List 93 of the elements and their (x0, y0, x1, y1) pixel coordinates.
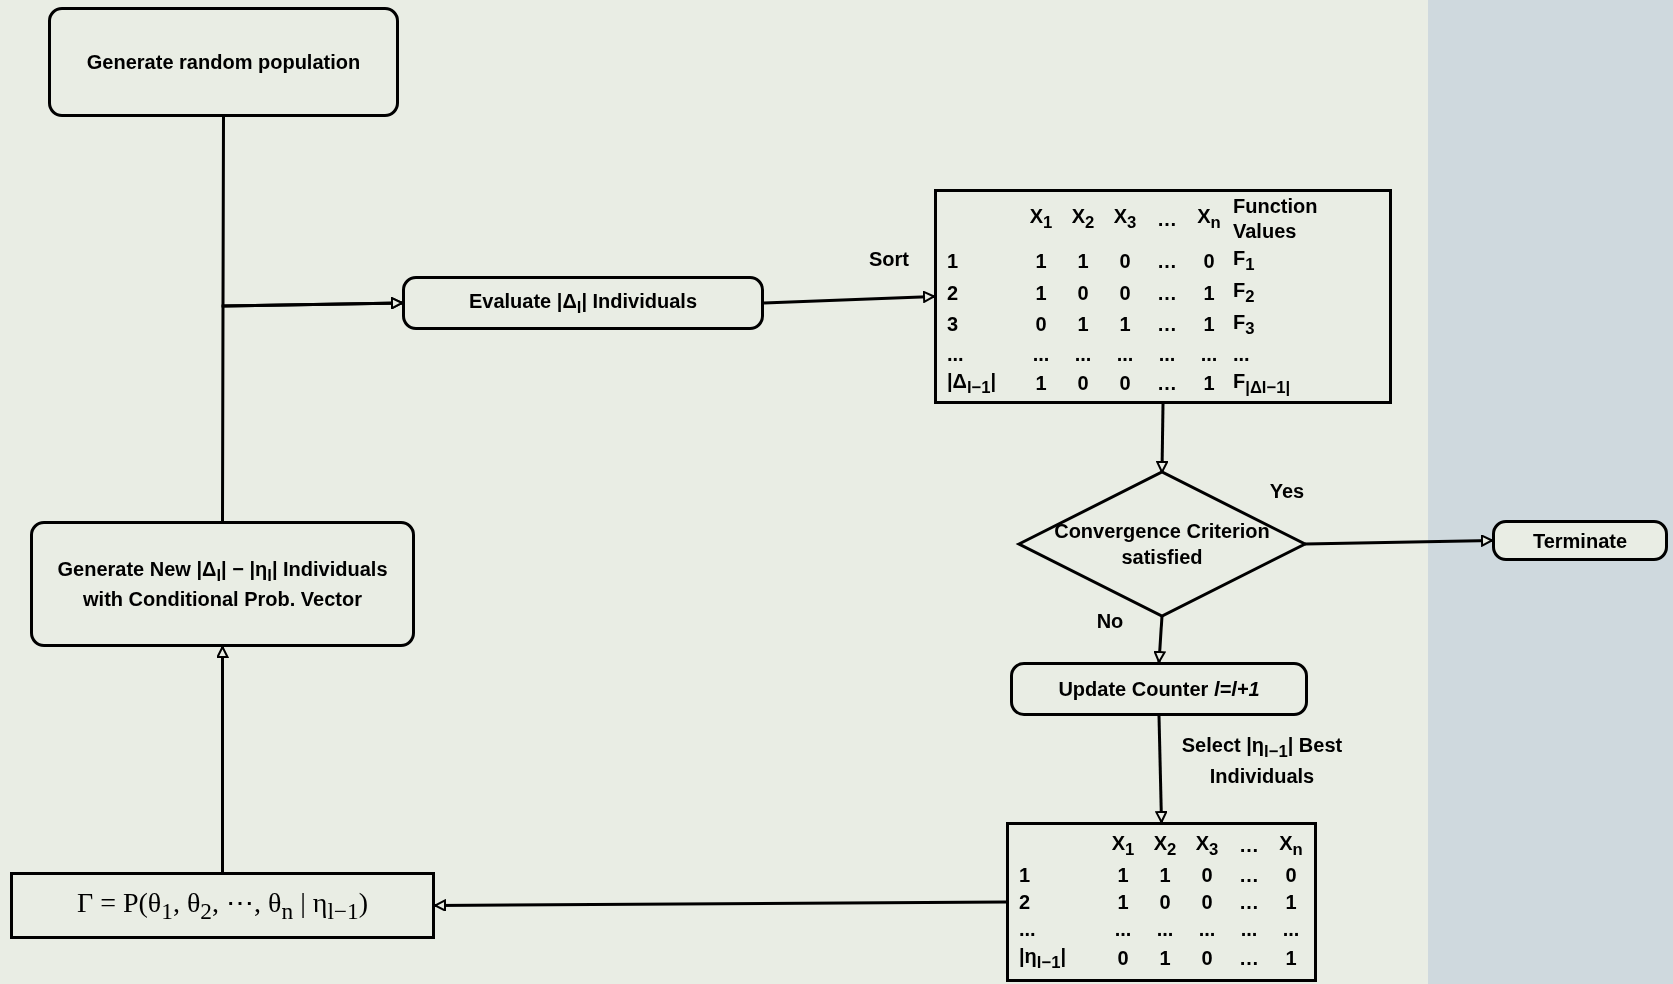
table-entry: … (1238, 945, 1260, 971)
arrow (1304, 534, 1493, 547)
table-entry: 1 (1034, 371, 1048, 397)
table-entry: F$_{1}$ (1233, 246, 1256, 277)
data-table (934, 189, 1392, 404)
node-text: Convergence Criterion satisfied (1053, 519, 1271, 570)
formula-box (10, 872, 435, 939)
table-entry: 1 (1076, 248, 1090, 274)
arrow (763, 290, 935, 305)
table-entry: 3 (947, 312, 960, 338)
node-text: Generate New |Δ$_{l}$| − |η$_{l}$| Individuals with Conditional Prob. Vector (56, 556, 389, 613)
table-entry: 1 (947, 248, 960, 274)
node-text: Generate random population (85, 50, 362, 75)
table-entry: ... (1031, 341, 1051, 367)
table-entry: X$_{2}$ (1070, 204, 1096, 235)
table-entry: 1 (1202, 371, 1216, 397)
table-entry: ... (1155, 916, 1175, 942)
table-entry: 0 (1200, 862, 1214, 888)
table-entry: 0 (1076, 280, 1090, 306)
table-entry: ... (1113, 916, 1133, 942)
table-entry: 1 (1118, 312, 1132, 338)
table-entry: 1 (1284, 945, 1298, 971)
table-entry: 0 (1116, 945, 1130, 971)
arrow (221, 297, 403, 521)
table-entry: ... (1197, 916, 1217, 942)
table-entry: F$_{|Δl−1|}$ (1233, 368, 1292, 399)
table-entry: 0 (1118, 371, 1132, 397)
process-box (48, 7, 399, 117)
table-entry: 0 (1158, 889, 1172, 915)
table-entry: X$_{3}$ (1194, 830, 1220, 861)
table-entry: X$_{3}$ (1112, 204, 1138, 235)
process-box (402, 276, 764, 330)
table-entry: … (1156, 206, 1178, 232)
table-entry: 1 (1076, 312, 1090, 338)
table-entry: 0 (1200, 945, 1214, 971)
table-entry: ... (1157, 341, 1177, 367)
process-box (30, 521, 415, 647)
table-entry: 1 (1202, 312, 1216, 338)
process-box (1492, 520, 1668, 561)
table-entry: |Δ$_{l−1}$| (947, 368, 998, 399)
data-table (1006, 822, 1317, 982)
table-entry: ... (1239, 916, 1259, 942)
table-entry: X$_{2}$ (1152, 830, 1178, 861)
table-entry: … (1156, 248, 1178, 274)
table-entry: … (1238, 833, 1260, 859)
table-entry: Function Values (1233, 194, 1319, 245)
table-entry: 1 (1116, 862, 1130, 888)
table-entry: ... (1019, 916, 1037, 942)
table-entry: 0 (1076, 371, 1090, 397)
node-text: Update Counter l=l+1 (1057, 677, 1261, 702)
node-text: Terminate (1531, 528, 1629, 554)
arrow (1155, 715, 1168, 823)
table-entry: … (1156, 371, 1178, 397)
arrow (434, 899, 1006, 912)
table-entry: F$_{2}$ (1233, 278, 1256, 308)
table-entry: 0 (1200, 889, 1214, 915)
table-entry: 0 (1034, 312, 1048, 338)
node-text: Γ = P(θ$_{1}$, θ$_{2}$, ⋯, θ$_{n}$ | η$_{l−1}$) (75, 886, 369, 926)
table-entry: ... (1115, 341, 1135, 367)
table-entry: F$_{3}$ (1233, 310, 1256, 340)
table-entry: X$_{n}$ (1196, 204, 1222, 235)
table-entry: 1 (1116, 889, 1130, 915)
table-entry: |η$_{l−1}$| (1019, 943, 1068, 974)
table-entry: ... (1233, 341, 1251, 367)
table-entry: 1 (1158, 945, 1172, 971)
table-entry: … (1156, 280, 1178, 306)
arrow (216, 646, 229, 872)
table-entry: X$_{1}$ (1028, 204, 1054, 235)
table-entry: 1 (1158, 862, 1172, 888)
table-entry: ... (1199, 341, 1219, 367)
table-entry: … (1156, 312, 1178, 338)
table-entry: 2 (947, 280, 960, 306)
table-entry: 2 (1019, 889, 1032, 915)
table-entry: 0 (1202, 248, 1216, 274)
table-entry: 0 (1284, 862, 1298, 888)
table-entry: … (1238, 862, 1260, 888)
table-entry: 1 (1034, 280, 1048, 306)
table-entry: 1 (1202, 280, 1216, 306)
table-entry: X$_{n}$ (1278, 830, 1304, 861)
table-entry: 1 (1034, 248, 1048, 274)
table-entry: X$_{1}$ (1110, 830, 1136, 861)
table-entry: 0 (1118, 248, 1132, 274)
table-entry: ... (947, 341, 965, 367)
arrow (1153, 615, 1166, 663)
table-entry: 0 (1118, 280, 1132, 306)
table-entry: ... (1281, 916, 1301, 942)
table-entry: ... (1073, 341, 1093, 367)
node-text: Evaluate |Δ$_{l}$| Individuals (467, 288, 699, 319)
table-entry: 1 (1019, 862, 1032, 888)
table-entry: 1 (1284, 889, 1298, 915)
process-box (1010, 662, 1308, 716)
table-entry: … (1238, 889, 1260, 915)
arrow (1156, 403, 1169, 473)
